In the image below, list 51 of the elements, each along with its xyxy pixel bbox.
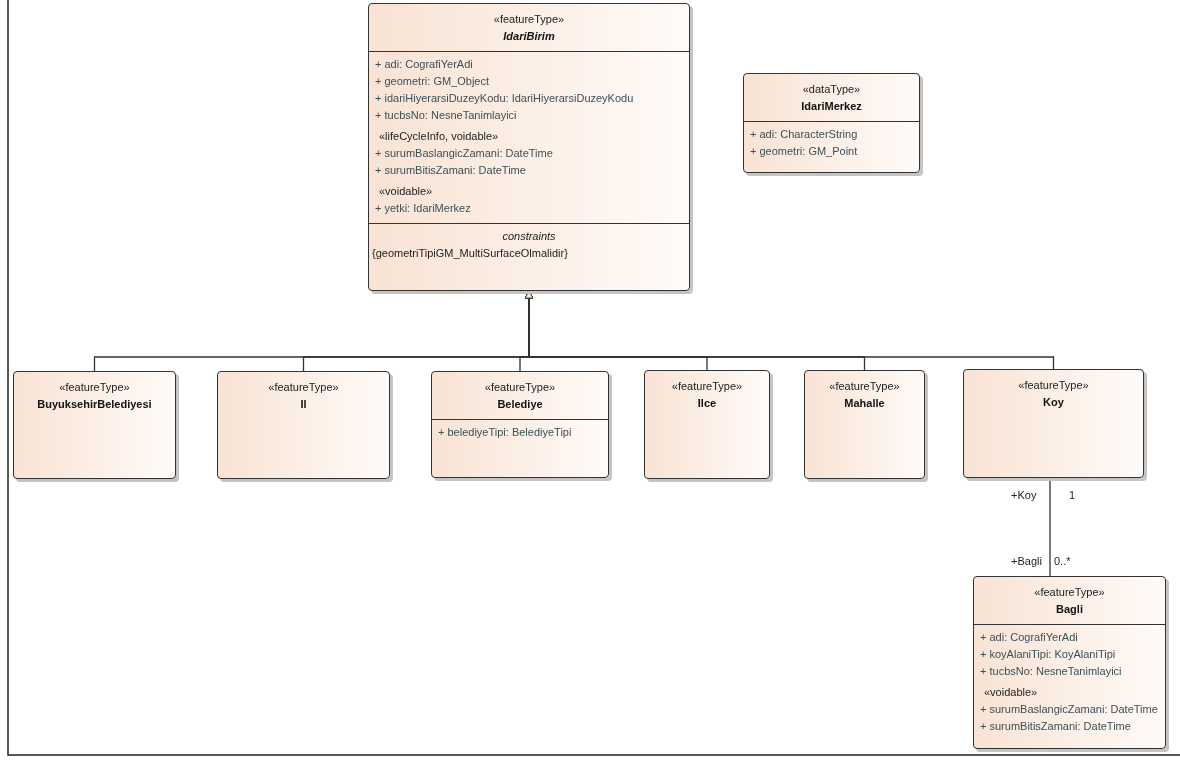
attribute-text: + idariHiyerarsiDuzeyKodu: IdariHiyerarsiDuzeyKodu (374, 91, 635, 106)
stereotype-text: «featureType» (267, 380, 340, 395)
attribute-text: + adi: CografiYerAdi (369, 51, 689, 73)
attribute-text: + yetki: IdariMerkez (374, 201, 472, 216)
multiplicity-label: +Koy (1011, 489, 1037, 501)
stereotype-text: «featureType» (828, 379, 901, 394)
stereotype-text: «featureType» (1017, 378, 1090, 393)
uml-class-box (217, 371, 390, 479)
uml-class-box (743, 73, 920, 173)
stereotype-text: «featureType» (1033, 585, 1106, 600)
attribute-text: + geometri: GM_Point (749, 144, 859, 159)
compartment-title: constraints (369, 223, 689, 245)
attribute-text: + adi: CharacterString (744, 121, 919, 143)
attribute-text: + surumBaslangicZamani: DateTime (979, 702, 1159, 717)
stereotype-text: «featureType» (483, 380, 557, 395)
attribute-text: + tucbsNo: NesneTanimlayici (374, 108, 518, 123)
attribute-text: + tucbsNo: NesneTanimlayici (979, 664, 1123, 679)
stereotype-text: «voidable» (983, 685, 1039, 700)
attribute-text: + geometri: GM_Object (374, 74, 491, 89)
multiplicity-label: +Bagli (1011, 555, 1042, 567)
class-name: Il (299, 397, 308, 412)
stereotype-text: «dataType» (801, 82, 862, 97)
constraint-text: {geometriTipiGM_MultiSurfaceOlmalidir} (371, 246, 569, 261)
stereotype-text: «voidable» (378, 184, 434, 199)
attribute-text: + surumBaslangicZamani: DateTime (374, 146, 554, 161)
attribute-text: + surumBitisZamani: DateTime (374, 163, 527, 178)
stereotype-text: «featureType» (492, 12, 566, 27)
uml-class-box (804, 370, 925, 479)
stereotype-text: «featureType» (58, 380, 131, 395)
class-name: Bagli (1055, 602, 1084, 617)
stereotype-text: «lifeCycleInfo, voidable» (378, 129, 500, 144)
attribute-text: + belediyeTipi: BelediyeTipi (432, 419, 608, 441)
uml-class-box (973, 576, 1166, 749)
stereotype-text: «featureType» (670, 379, 744, 394)
attribute-text: + adi: CografiYerAdi (974, 624, 1165, 646)
uml-class-box (431, 371, 609, 478)
multiplicity-label: 0..* (1054, 555, 1071, 567)
attribute-text: + surumBitisZamani: DateTime (979, 719, 1132, 734)
class-name: Mahalle (843, 396, 886, 411)
class-name: Ilce (696, 396, 718, 411)
uml-class-box (644, 370, 770, 479)
attribute-text: + koyAlaniTipi: KoyAlaniTipi (979, 647, 1117, 662)
class-name: IdariBirim (502, 29, 556, 44)
uml-class-box (368, 3, 690, 291)
class-name: Koy (1042, 395, 1065, 410)
class-name: BuyuksehirBelediyesi (36, 397, 153, 412)
class-name: IdariMerkez (800, 99, 863, 114)
multiplicity-label: 1 (1069, 489, 1076, 501)
uml-class-box (963, 369, 1144, 478)
uml-class-box (13, 371, 176, 479)
class-name: Belediye (496, 397, 544, 412)
